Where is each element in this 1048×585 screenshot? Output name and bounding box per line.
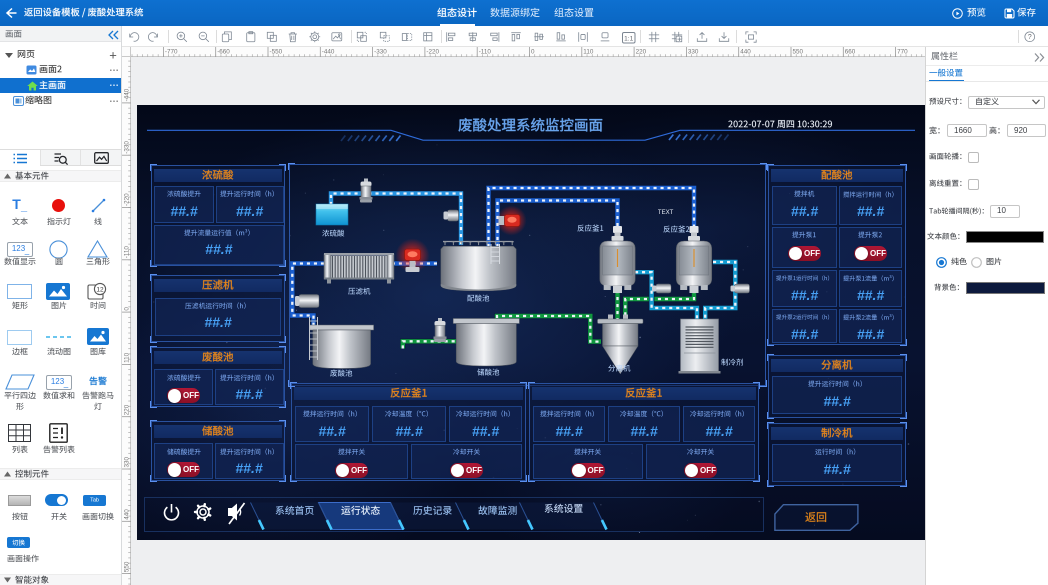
- svg-text:-110: -110: [124, 246, 131, 259]
- svg-text:110: 110: [124, 352, 131, 363]
- svg-text:330: 330: [124, 456, 131, 467]
- svg-text:-330: -330: [374, 49, 387, 56]
- svg-text:-660: -660: [217, 49, 230, 56]
- svg-text:-220: -220: [124, 193, 131, 206]
- svg-text:220: 220: [124, 404, 131, 415]
- svg-text:440: 440: [124, 509, 131, 520]
- svg-text:-550: -550: [270, 49, 283, 56]
- svg-text:220: 220: [636, 49, 647, 56]
- svg-text:330: 330: [688, 49, 699, 56]
- svg-text:440: 440: [740, 49, 751, 56]
- svg-text:-110: -110: [479, 49, 492, 56]
- svg-text:110: 110: [583, 49, 594, 56]
- svg-text:-330: -330: [124, 141, 131, 154]
- svg-text:12: 12: [96, 286, 104, 293]
- svg-text:660: 660: [845, 49, 856, 56]
- svg-text:-440: -440: [124, 88, 131, 101]
- svg-text:?: ?: [1028, 34, 1032, 41]
- svg-text:-220: -220: [426, 49, 439, 56]
- svg-text:550: 550: [793, 49, 804, 56]
- svg-text:-440: -440: [322, 49, 335, 56]
- svg-text:1:1: 1:1: [624, 35, 633, 42]
- svg-text:-770: -770: [165, 49, 178, 56]
- svg-text:550: 550: [124, 561, 131, 572]
- svg-text:0: 0: [124, 307, 131, 311]
- svg-text:770: 770: [897, 49, 908, 56]
- svg-text:0: 0: [531, 49, 535, 56]
